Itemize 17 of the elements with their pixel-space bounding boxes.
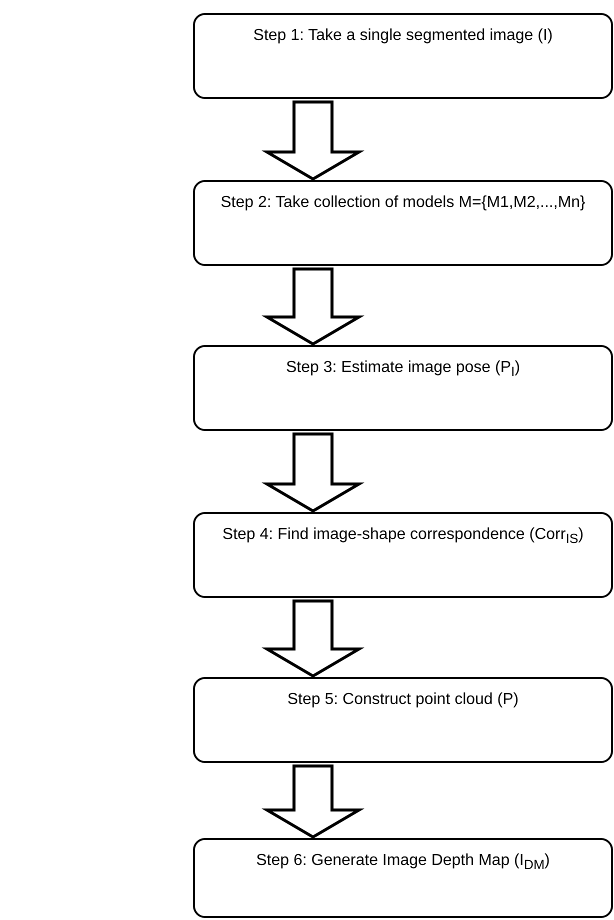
process-box xyxy=(193,345,613,431)
block-arrow xyxy=(261,100,365,181)
block-arrow xyxy=(261,764,365,839)
step-text: Step 2: Take collection of models M={M1,M2,...,Mn} xyxy=(220,194,586,212)
step-text: Step 1: Take a single segmented image (I) xyxy=(253,27,553,45)
process-box xyxy=(193,512,613,598)
step-text: Step 6: Generate Image Depth Map (I$_{DM}$) xyxy=(256,852,550,872)
step-text: Step 4: Find image-shape correspondence (Corr$_{IS}$) xyxy=(222,526,584,546)
step-text: Step 3: Estimate image pose (P$_{I}$) xyxy=(286,359,520,380)
process-box xyxy=(193,838,613,918)
block-arrow xyxy=(261,268,365,346)
process-box xyxy=(193,13,613,99)
block-arrow xyxy=(261,432,365,513)
process-box xyxy=(193,180,613,266)
step-text: Step 5: Construct point cloud (P) xyxy=(287,691,519,709)
process-box xyxy=(193,677,613,763)
block-arrow xyxy=(261,600,365,678)
